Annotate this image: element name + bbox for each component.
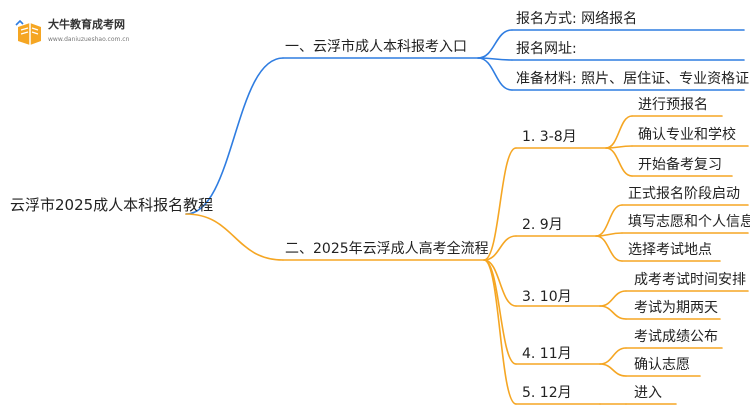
stage-item: 开始备考复习: [638, 157, 722, 173]
stage-item: 考试为期两天: [634, 300, 718, 316]
stage-item-connector: [599, 363, 627, 377]
branch-entry-connector: [185, 57, 284, 215]
stage-item: 确认志愿: [634, 357, 690, 373]
entry-item-connector: [477, 29, 513, 59]
stage-connector: [483, 259, 517, 365]
branch-process-node: 二、2025年云浮成人高考全流程: [285, 241, 489, 257]
stage-item: 确认专业和学校: [638, 127, 736, 143]
stage-item-connector: [599, 290, 627, 307]
book-logo-icon: [15, 19, 41, 45]
stage-node: 4. 11月: [522, 346, 572, 362]
brand-url: www.daniuzueshao.com.cn: [48, 36, 130, 43]
entry-item-connector: [477, 57, 513, 91]
stage-node: 2. 9月: [522, 217, 563, 233]
stage-item: 选择考试地点: [628, 242, 712, 258]
stage-item-connector: [605, 115, 633, 149]
brand-name: 大牛教育成考网: [48, 18, 125, 31]
stage-item: 进行预报名: [638, 97, 708, 113]
stage-item-connector: [599, 305, 627, 320]
stage-item: 成考考试时间安排: [634, 272, 746, 288]
stage-item: 考试成绩公布: [634, 329, 718, 345]
stage-item-connector: [599, 347, 627, 365]
stage-node: 5. 12月: [522, 385, 572, 401]
stage-item-connector: [595, 235, 623, 262]
entry-item-url: 报名网址:: [516, 41, 577, 57]
brand-logo: 大牛教育成考网 www.daniuzueshao.com.cn: [14, 16, 144, 50]
root-node: 云浮市2025成人本科报名教程: [10, 196, 214, 214]
stage-node: 3. 10月: [522, 289, 572, 305]
stage-connector: [483, 147, 517, 261]
stage-item: 填写志愿和个人信息: [628, 214, 750, 230]
branch-entry-node: 一、云浮市成人本科报考入口: [285, 39, 467, 55]
entry-item-materials: 准备材料: 照片、居住证、专业资格证: [516, 71, 750, 87]
stage-connector: [483, 259, 517, 405]
stage-item-connector: [595, 204, 623, 237]
entry-item-method: 报名方式: 网络报名: [516, 11, 638, 27]
stage-node: 1. 3-8月: [522, 129, 577, 145]
stage-connector: [483, 235, 517, 261]
stage-item: 正式报名阶段启动: [628, 186, 740, 202]
stage-item: 进入: [634, 385, 662, 401]
branch-process-connector: [185, 213, 284, 261]
stage-item-connector: [605, 147, 633, 177]
